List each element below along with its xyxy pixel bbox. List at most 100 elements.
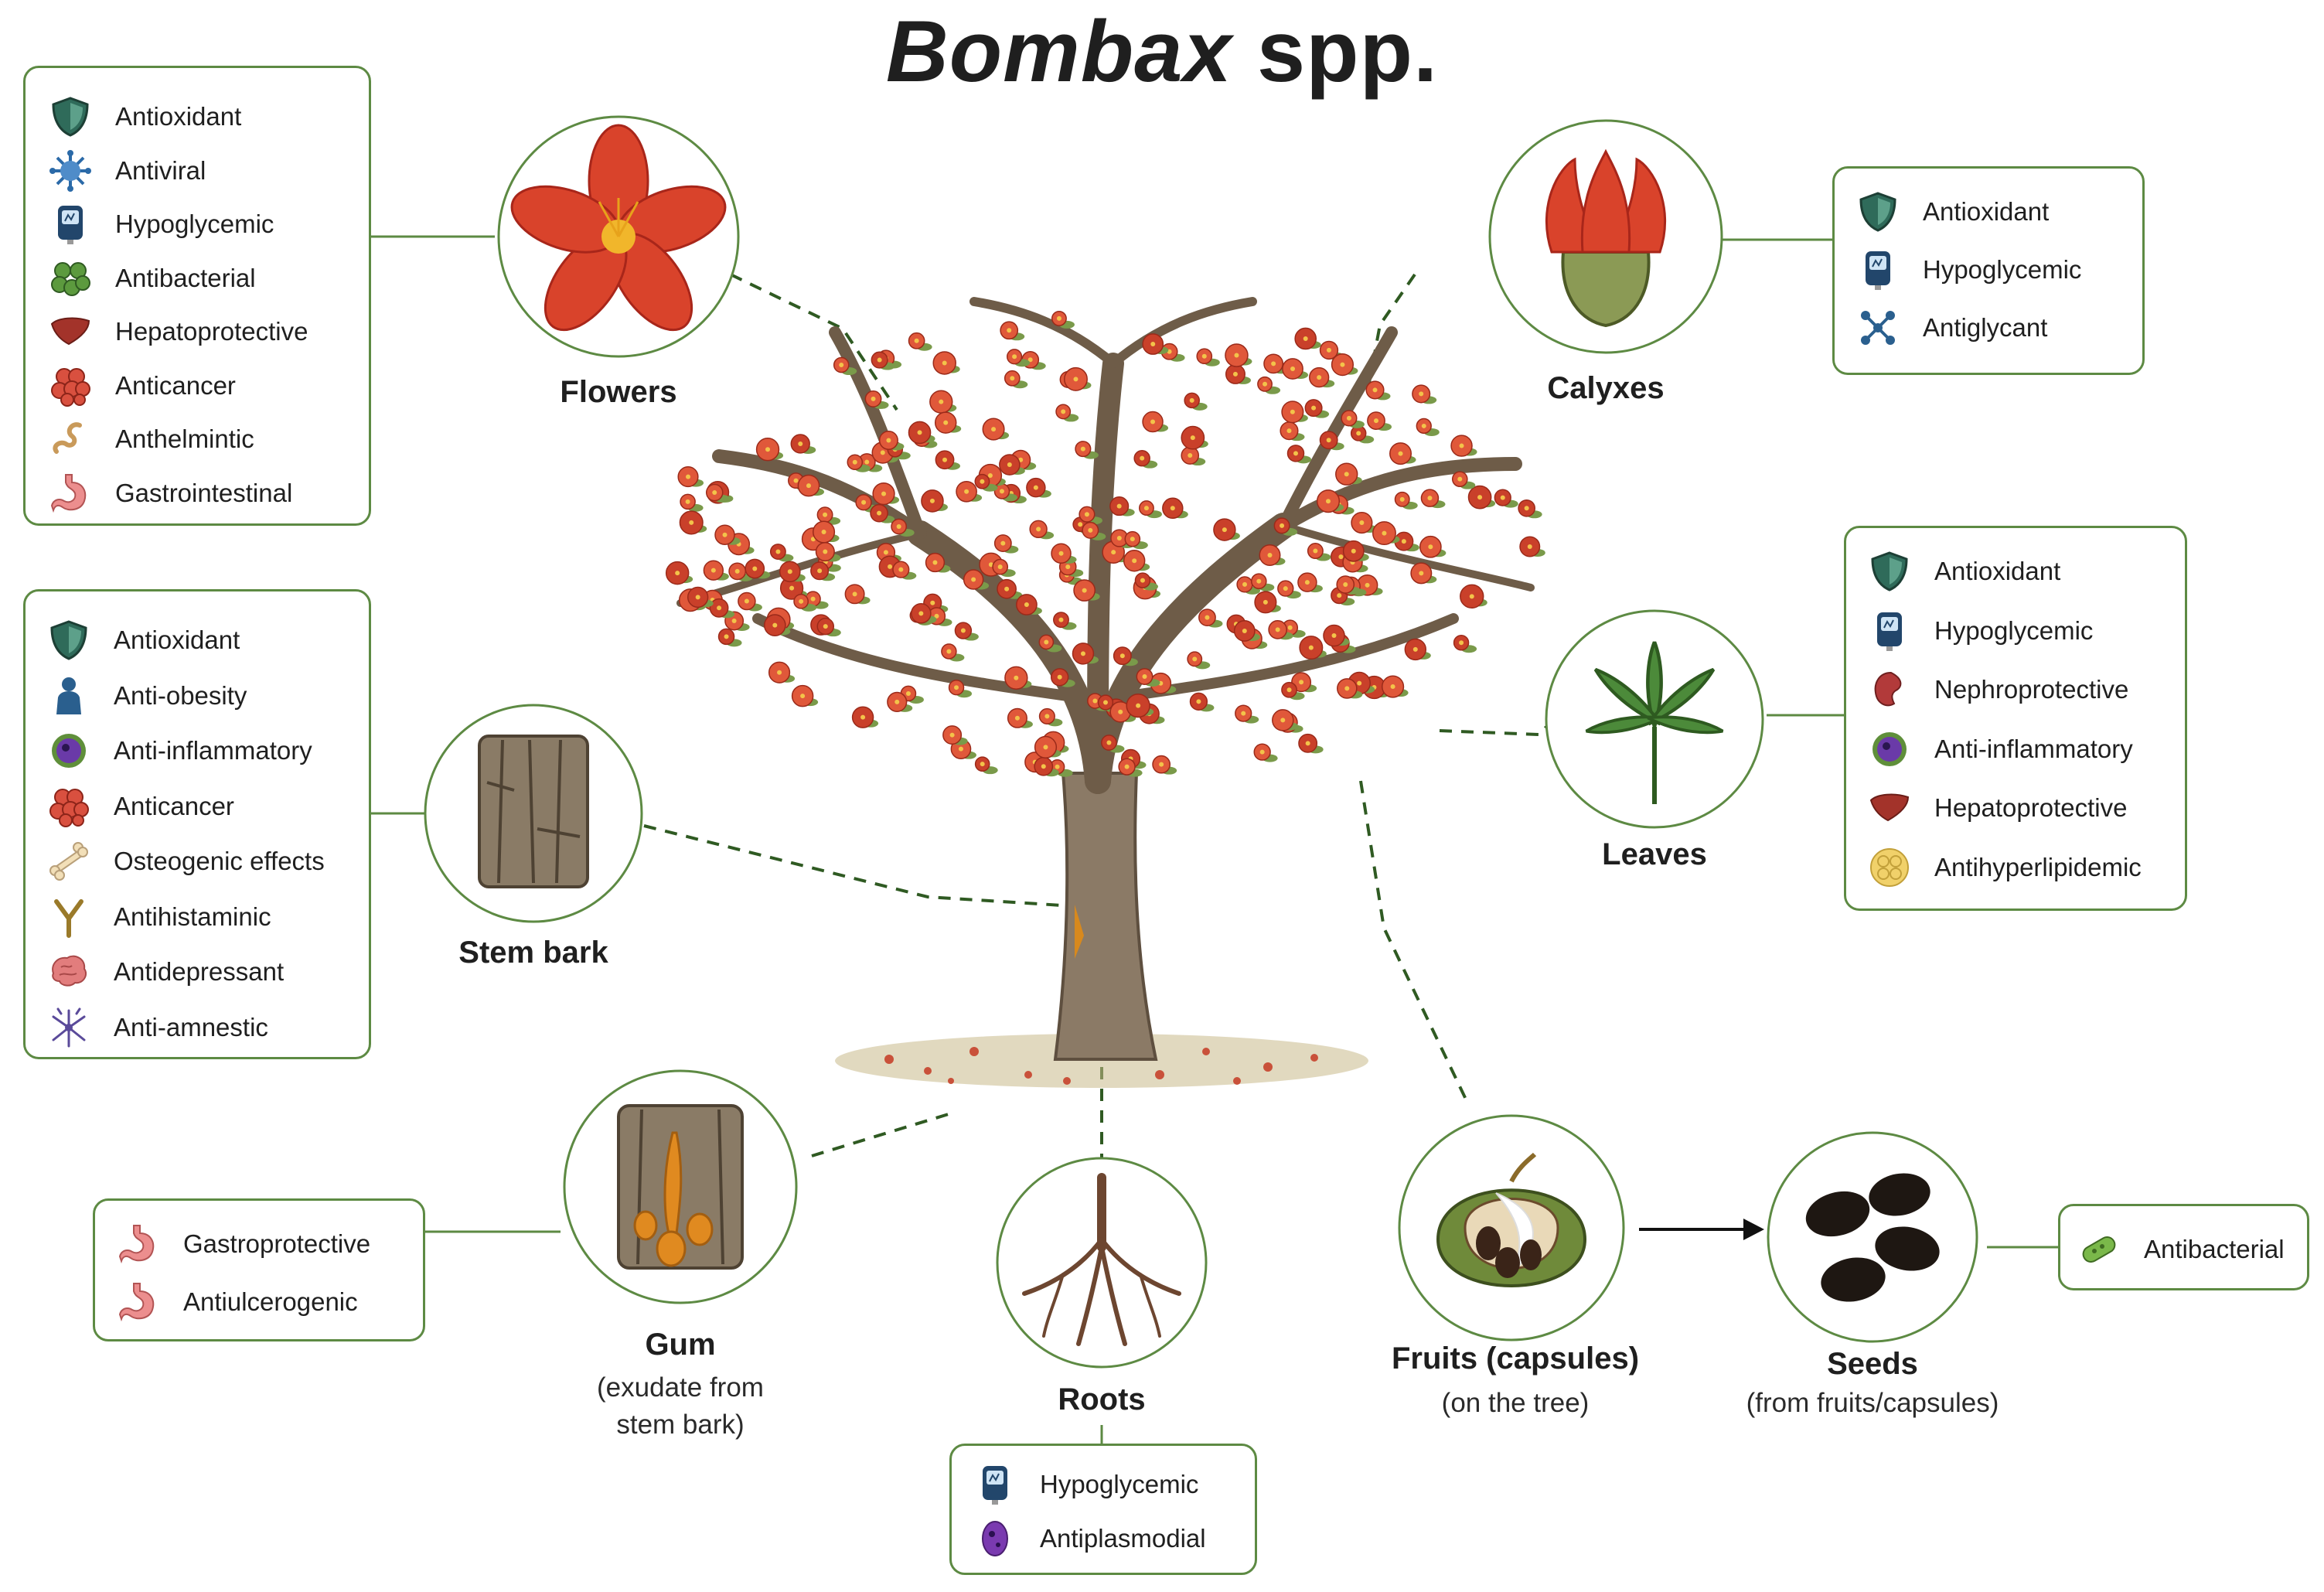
diagram-title: Bombax spp.	[0, 2, 2324, 101]
solid-connectors	[370, 235, 2058, 1444]
property-label: Hepatoprotective	[115, 317, 308, 346]
liver-icon	[49, 310, 92, 353]
gum-illustration	[617, 1104, 744, 1270]
worm-icon	[49, 418, 92, 461]
flowers-property-item: Antiviral	[49, 149, 206, 193]
stomach-icon	[117, 1222, 160, 1266]
cancer-cell-icon	[47, 785, 90, 828]
flowers-property-item: Anthelmintic	[49, 418, 254, 461]
leaves-property-item: Nephroprotective	[1868, 668, 2128, 711]
shield-icon	[1856, 190, 1900, 234]
stem-bark-property-item: Anti-obesity	[47, 674, 247, 718]
property-label: Gastrointestinal	[115, 478, 293, 507]
leaves-label: Leaves	[1602, 837, 1707, 871]
leaves-property-item: Hypoglycemic	[1868, 609, 2093, 653]
gum-property-item: Gastroprotective	[117, 1222, 370, 1266]
leaves-property-item: Antioxidant	[1868, 550, 2060, 593]
roots-property-item: Hypoglycemic	[973, 1463, 1198, 1506]
shield-icon	[49, 95, 92, 138]
tree	[676, 297, 1535, 1061]
property-label: Antioxidant	[1923, 197, 2050, 226]
title-genus: Bombax	[885, 3, 1232, 100]
stem-bark-property-item: Osteogenic effects	[47, 840, 325, 883]
property-label: Hypoglycemic	[115, 210, 274, 238]
flowers-property-item: Hepatoprotective	[49, 310, 308, 353]
stomach-icon	[49, 472, 92, 515]
property-label: Antibacterial	[2144, 1235, 2285, 1263]
glucometer-icon	[1868, 609, 1911, 653]
calyxes-property-item: Hypoglycemic	[1856, 248, 2081, 291]
property-label: Antiglycant	[1923, 313, 2048, 342]
bacterium-icon	[2077, 1228, 2121, 1271]
seeds-property-item: Antibacterial	[2077, 1228, 2285, 1271]
property-label: Hypoglycemic	[1934, 615, 2094, 645]
stem-bark-property-item: Antidepressant	[47, 950, 284, 994]
antibody-icon	[47, 895, 90, 939]
property-label: Anti-inflammatory	[114, 736, 312, 765]
roots-label: Roots	[1058, 1382, 1146, 1416]
shield-icon	[1868, 550, 1911, 593]
leaves-property-item: Hepatoprotective	[1868, 786, 2127, 830]
calyxes-label: Calyxes	[1547, 371, 1665, 405]
fruit-to-seed-arrow	[1639, 1219, 1764, 1240]
leaves-property-item: Anti-inflammatory	[1868, 728, 2133, 771]
stem-bark-illustration	[478, 735, 589, 888]
liver-icon	[1868, 786, 1911, 830]
flowers-property-item: Hypoglycemic	[49, 203, 274, 246]
seeds-properties-box: Antibacterial	[2058, 1204, 2309, 1290]
property-label: Anticancer	[115, 370, 236, 400]
stem-bark-property-item: Antioxidant	[47, 619, 240, 662]
gum-sublabel-line2: stem bark)	[616, 1410, 745, 1440]
fat-cells-icon	[1868, 846, 1911, 889]
brain-icon	[47, 950, 90, 994]
property-label: Antiviral	[115, 155, 206, 185]
gum-property-item: Antiulcerogenic	[117, 1280, 358, 1324]
roots-illustration	[1022, 1173, 1181, 1346]
property-label: Antioxidant	[114, 626, 240, 654]
leaves-property-item: Antihyperlipidemic	[1868, 846, 2142, 889]
person-icon	[47, 674, 90, 718]
fallen-petals	[884, 1047, 1318, 1085]
fruits-sublabel: (on the tree)	[1441, 1388, 1590, 1418]
property-label: Antiplasmodial	[1040, 1524, 1206, 1553]
roots-property-item: Antiplasmodial	[973, 1517, 1206, 1560]
property-label: Anti-obesity	[114, 680, 247, 710]
bacteria-cluster-icon	[49, 257, 92, 300]
seeds-sublabel: (from fruits/capsules)	[1746, 1388, 1999, 1418]
flower-illustration	[510, 124, 727, 332]
kidney-icon	[1868, 668, 1911, 711]
molecule-icon	[1856, 306, 1900, 349]
glucometer-icon	[973, 1463, 1017, 1506]
property-label: Antioxidant	[1934, 557, 2061, 585]
property-label: Hypoglycemic	[1923, 255, 2082, 284]
gum-label: Gum	[645, 1328, 716, 1362]
stem-bark-property-item: Antihistaminic	[47, 895, 271, 939]
calyxes-property-item: Antiglycant	[1856, 306, 2047, 349]
cancer-cell-icon	[49, 364, 92, 407]
stem-bark-property-item: Anti-inflammatory	[47, 729, 312, 772]
property-label: Osteogenic effects	[114, 847, 325, 875]
virus-icon	[49, 149, 92, 193]
leaf-illustration	[1585, 641, 1724, 804]
flowers-label: Flowers	[560, 375, 677, 409]
property-label: Hypoglycemic	[1040, 1470, 1199, 1498]
property-label: Antidepressant	[114, 957, 285, 986]
stem-bark-property-item: Anticancer	[47, 785, 234, 828]
stomach-icon	[117, 1280, 160, 1324]
stem-bark-label: Stem bark	[458, 936, 608, 970]
fruits-label: Fruits (capsules)	[1391, 1341, 1640, 1376]
property-label: Antibacterial	[115, 263, 256, 292]
seeds-label: Seeds	[1827, 1347, 1918, 1381]
property-label: Anticancer	[114, 791, 234, 820]
bone-icon	[47, 840, 90, 883]
flowers-property-item: Antioxidant	[49, 95, 241, 138]
seeds-illustration	[1805, 1173, 1940, 1302]
calyx-illustration	[1545, 148, 1667, 328]
plasmodium-icon	[973, 1517, 1017, 1560]
